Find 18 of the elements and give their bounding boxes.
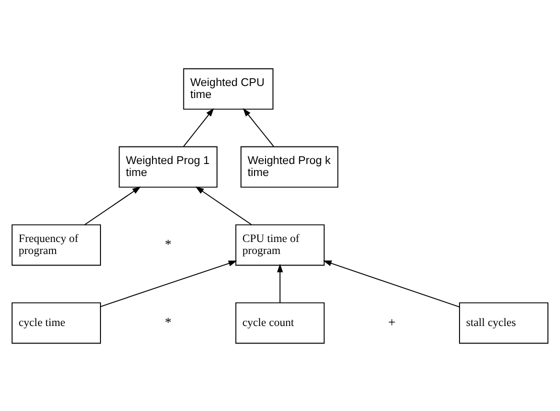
node-box: Weighted Prog k time (240, 146, 338, 188)
node-box: CPU time of program (235, 224, 325, 266)
node-box: stall cycles (459, 302, 548, 344)
node-box: cycle count (235, 302, 325, 344)
arrow (323, 260, 460, 307)
node-box: cycle time (12, 302, 101, 344)
label: * (164, 236, 172, 251)
arrow (277, 263, 283, 302)
arrow (242, 108, 274, 146)
arrow (100, 260, 238, 307)
label: + (388, 314, 396, 330)
node-box: Weighted Prog 1 time (118, 146, 218, 188)
arrow (183, 108, 214, 146)
arrow (84, 186, 141, 225)
label: * (164, 314, 172, 330)
node-box: Weighted CPU time (183, 68, 274, 110)
node-box: Frequency of program (12, 224, 101, 266)
arrow (195, 186, 252, 225)
